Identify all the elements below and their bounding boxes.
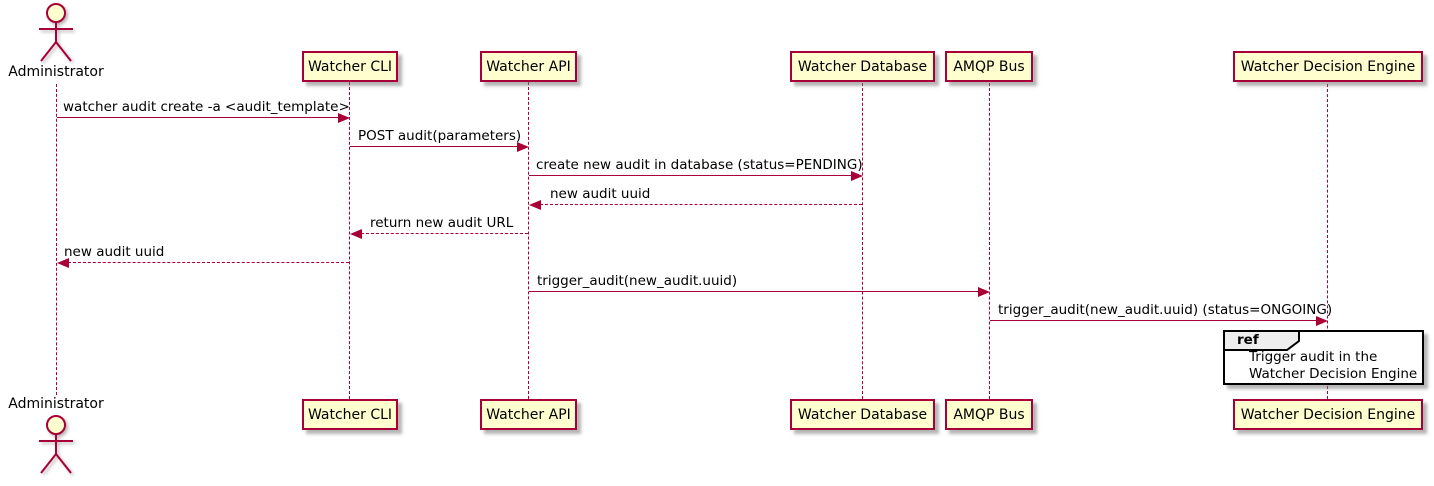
message-label: new audit uuid xyxy=(550,186,651,202)
actor-label-bottom: Administrator xyxy=(8,396,104,412)
message-label: watcher audit create -a <audit_template> xyxy=(63,99,350,115)
actor-label-top: Administrator xyxy=(8,64,104,80)
message-line xyxy=(529,175,852,176)
arrowhead-icon xyxy=(338,113,350,123)
arrowhead-icon xyxy=(978,287,990,297)
participant-name: Watcher Decision Engine xyxy=(1240,58,1416,75)
participant-name: Watcher API xyxy=(486,406,571,423)
message-line xyxy=(529,291,979,292)
arrowhead-icon xyxy=(1316,316,1328,326)
participant-watcher-database-top: Watcher Database xyxy=(790,51,935,82)
participant-amqp-bus-top: AMQP Bus xyxy=(945,51,1033,82)
participant-name: AMQP Bus xyxy=(953,58,1025,75)
message-line xyxy=(350,146,517,147)
arrowhead-icon xyxy=(350,229,362,239)
participant-name: Watcher CLI xyxy=(307,406,393,423)
message-label: return new audit URL xyxy=(370,215,514,231)
arrowhead-icon xyxy=(851,171,863,181)
participant-amqp-bus-bottom: AMQP Bus xyxy=(945,399,1033,430)
lifeline-watcher-decision-engine xyxy=(1327,84,1328,399)
arrowhead-icon xyxy=(529,200,541,210)
actor-icon xyxy=(34,414,78,482)
ref-tab-shape xyxy=(1223,330,1300,351)
ref-line-2: Watcher Decision Engine xyxy=(1249,366,1418,382)
message-line xyxy=(68,262,349,263)
ref-line-1: Trigger audit in the xyxy=(1249,349,1378,365)
arrowhead-icon xyxy=(57,258,69,268)
message-line xyxy=(540,204,862,205)
lifeline-watcher-database xyxy=(862,83,863,399)
message-label: POST audit(parameters) xyxy=(358,128,522,144)
participant-watcher-decision-engine-bottom: Watcher Decision Engine xyxy=(1233,399,1423,430)
arrowhead-icon xyxy=(517,142,529,152)
message-line xyxy=(990,320,1316,321)
participant-watcher-decision-engine-top: Watcher Decision Engine xyxy=(1233,51,1423,82)
lifeline-amqp-bus xyxy=(989,83,990,399)
message-line xyxy=(361,233,528,234)
lifeline-watcher-cli xyxy=(349,82,350,399)
participant-name: Watcher Database xyxy=(797,406,928,423)
participant-watcher-cli-bottom: Watcher CLI xyxy=(302,399,398,430)
participant-watcher-api-bottom: Watcher API xyxy=(480,399,577,430)
lifeline-watcher-api xyxy=(528,82,529,399)
participant-name: AMQP Bus xyxy=(953,406,1025,423)
participant-watcher-cli-top: Watcher CLI xyxy=(302,51,398,82)
participant-watcher-api-top: Watcher API xyxy=(480,51,577,82)
message-label: trigger_audit(new_audit.uuid) xyxy=(537,273,738,289)
message-label: create new audit in database (status=PEN… xyxy=(536,157,863,173)
message-label: new audit uuid xyxy=(64,244,165,260)
ref-fragment: ref Trigger audit in the Watcher Decisio… xyxy=(1223,330,1424,385)
participant-name: Watcher Database xyxy=(797,58,928,75)
participant-name: Watcher API xyxy=(486,58,571,75)
participant-name: Watcher Decision Engine xyxy=(1240,406,1416,423)
participant-watcher-database-bottom: Watcher Database xyxy=(790,399,935,430)
lifeline-administrator xyxy=(56,84,57,395)
ref-keyword: ref xyxy=(1237,332,1259,348)
message-line xyxy=(57,117,340,118)
actor-icon xyxy=(34,2,78,70)
participant-name: Watcher CLI xyxy=(307,58,393,75)
message-label: trigger_audit(new_audit.uuid) (status=ON… xyxy=(998,302,1333,318)
